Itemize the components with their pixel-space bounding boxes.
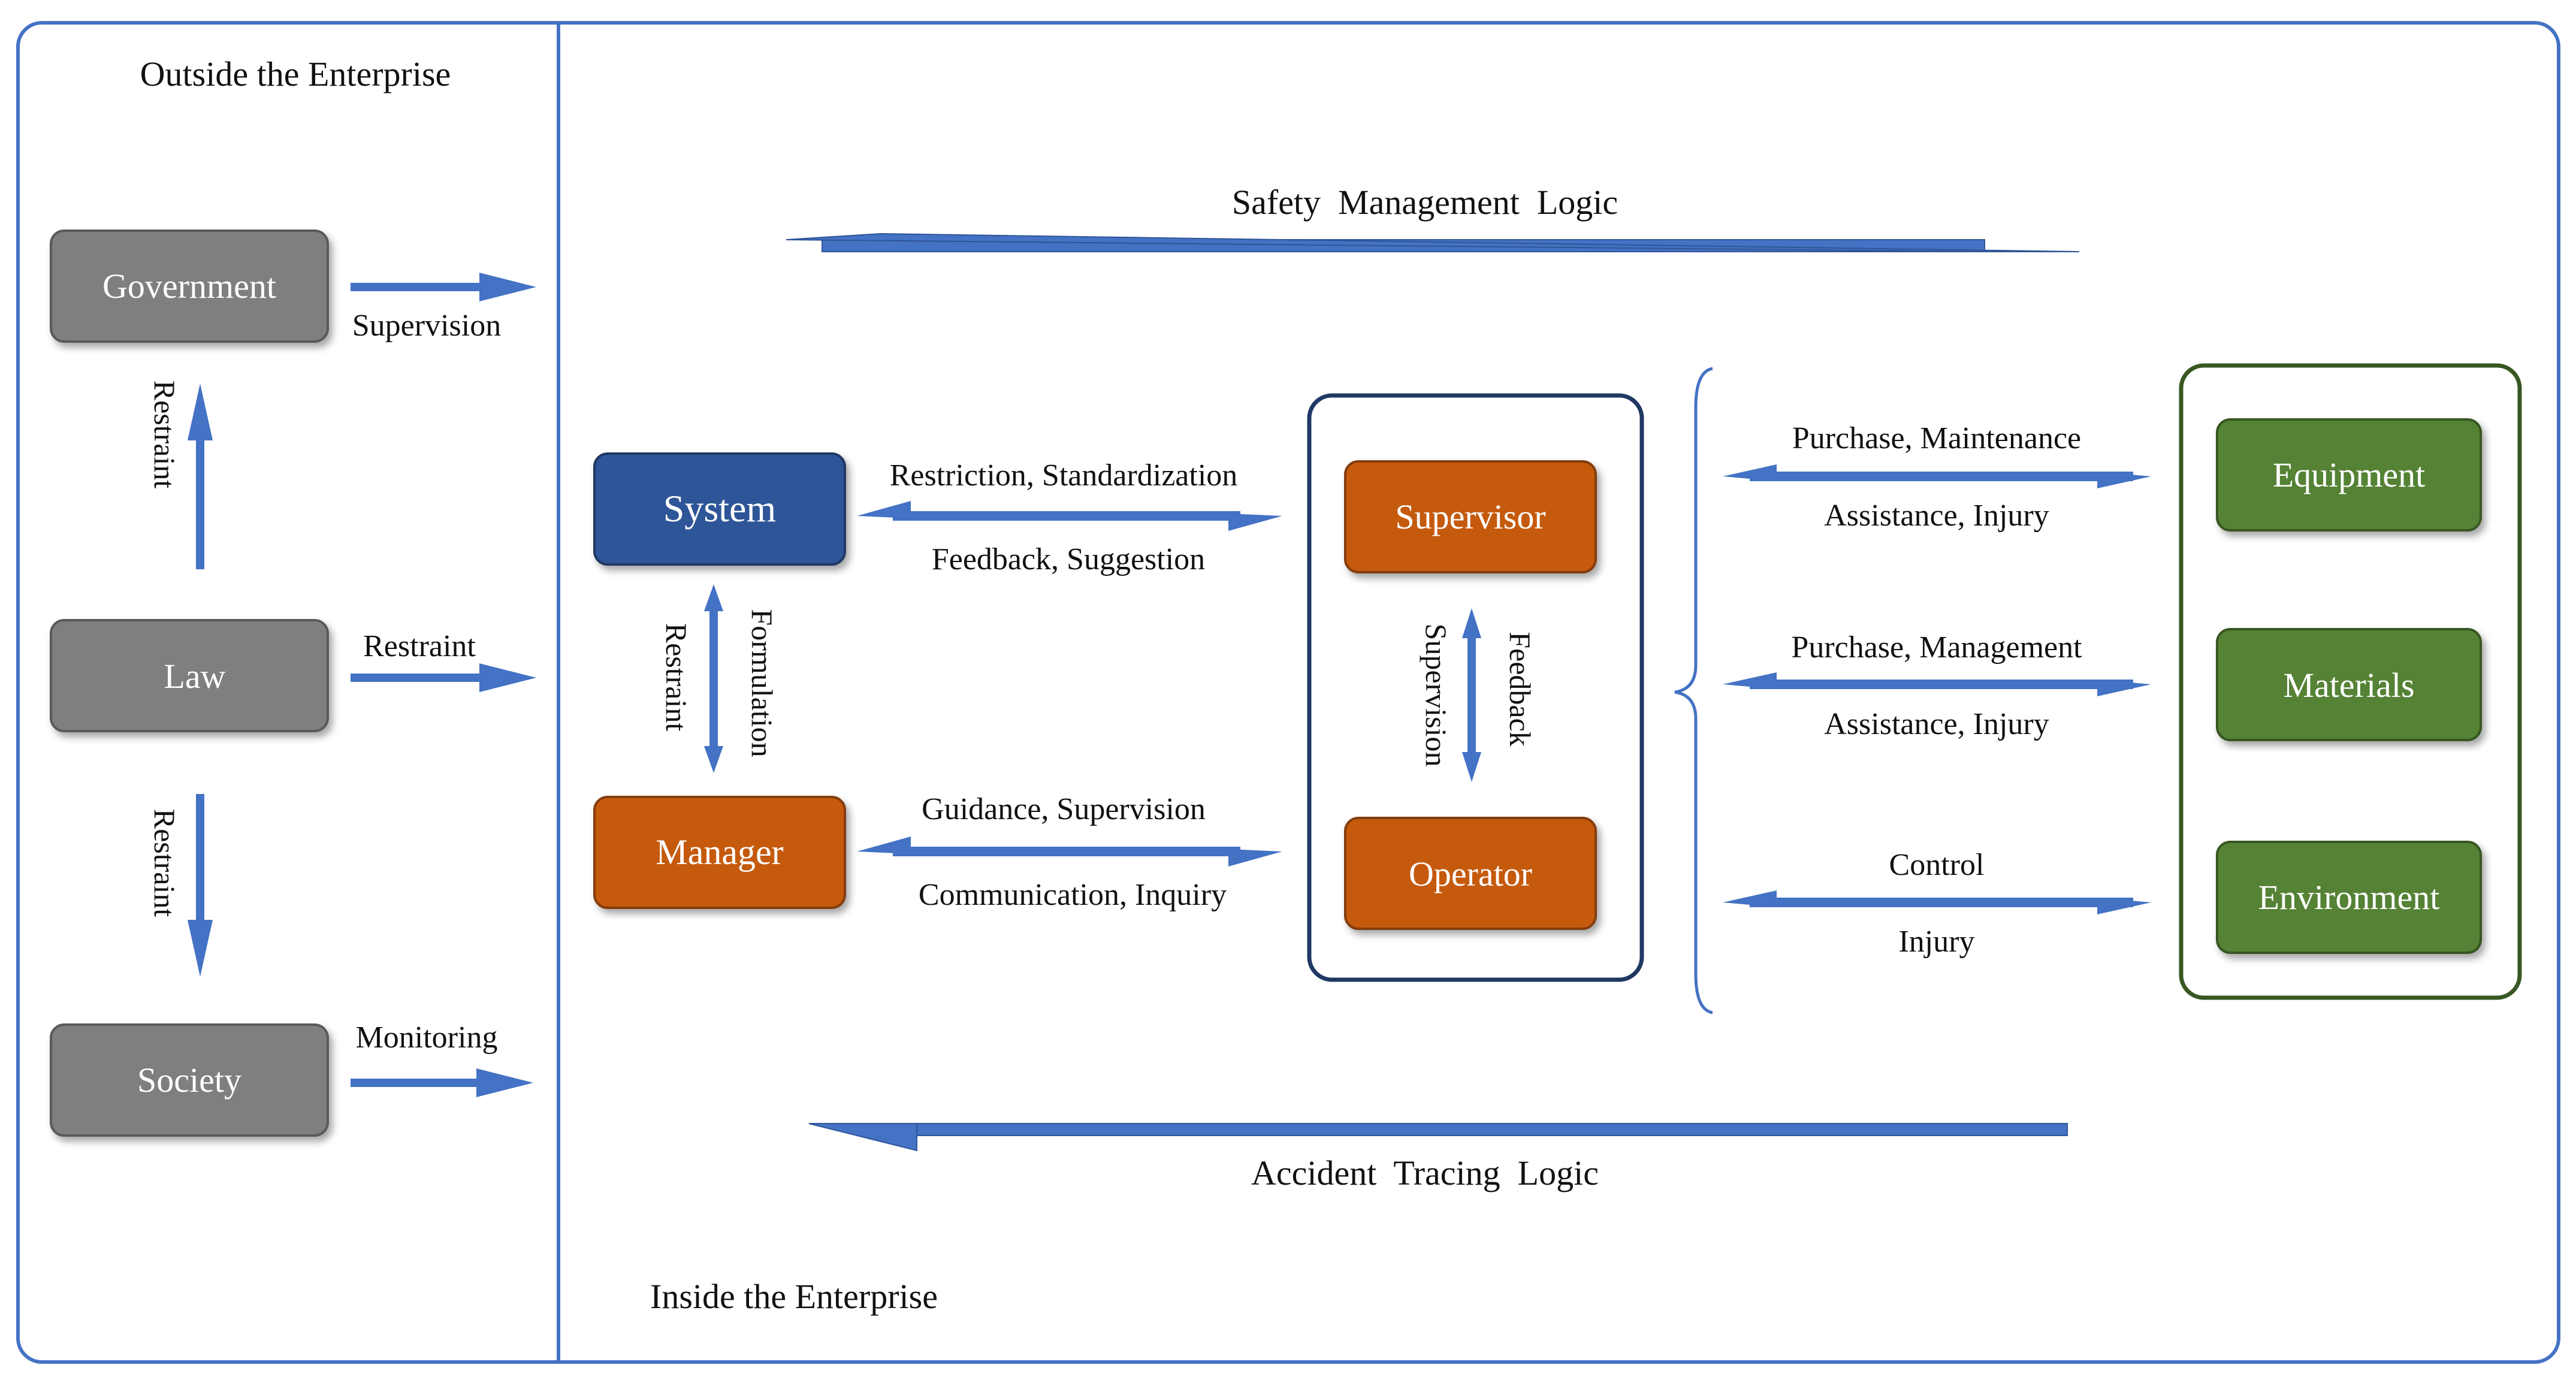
environment-arrow: [1723, 890, 2151, 914]
law-to-government-arrow: [188, 384, 213, 569]
guidance-label: Guidance, Supervision: [922, 792, 1206, 826]
law-restraint-arrow: [351, 663, 536, 692]
monitoring-label: Monitoring: [356, 1020, 498, 1055]
government-box: Government: [50, 230, 329, 343]
control-label: Control: [1889, 848, 1985, 882]
injury-label: Injury: [1898, 925, 1974, 959]
system-supervisor-arrow: [857, 501, 1282, 531]
government-supervision-arrow: [351, 273, 536, 301]
resources-group-frame: [2179, 363, 2522, 1000]
restriction-label: Restriction, Standardization: [890, 458, 1238, 493]
supervisor-operator-arrow: [1462, 608, 1481, 782]
safety-management-arrow: [786, 232, 2080, 252]
society-monitoring-arrow: [351, 1068, 533, 1097]
operator-label: Operator: [1409, 854, 1532, 893]
equipment-box: Equipment: [2216, 418, 2482, 532]
safety-management-label: Safety Management Logic: [1232, 183, 1618, 222]
supervisor-label: Supervisor: [1395, 497, 1545, 536]
assistance-injury-label-2: Assistance, Injury: [1824, 707, 2049, 741]
supervision-vertical-label: Supervision: [1420, 624, 1453, 767]
curly-brace: [1674, 367, 1713, 1014]
outside-section-label: Outside the Enterprise: [140, 55, 451, 93]
outer-frame: [16, 21, 2560, 1364]
law-box: Law: [50, 619, 329, 732]
feedback-vertical-label: Feedback: [1503, 632, 1537, 747]
feedback-suggestion-label: Feedback, Suggestion: [932, 542, 1205, 576]
materials-label: Materials: [2283, 666, 2414, 705]
system-label: System: [663, 487, 776, 530]
assistance-injury-label-1: Assistance, Injury: [1824, 499, 2049, 533]
restraint-up-label: Restraint: [148, 381, 182, 489]
materials-arrow: [1723, 672, 2151, 696]
environment-label: Environment: [2258, 878, 2440, 917]
manager-box: Manager: [593, 796, 846, 909]
accident-tracing-arrow: [808, 1123, 2068, 1152]
inside-section-label: Inside the Enterprise: [650, 1277, 938, 1316]
formulation-vertical-label: Formulation: [745, 609, 779, 757]
supervisor-box: Supervisor: [1344, 460, 1597, 573]
society-box: Society: [50, 1023, 329, 1137]
operator-box: Operator: [1344, 817, 1597, 930]
system-manager-arrow: [704, 584, 723, 773]
equipment-arrow: [1723, 464, 2151, 488]
materials-box: Materials: [2216, 628, 2482, 741]
law-restraint-label: Restraint: [363, 629, 476, 663]
personnel-group-frame: [1307, 393, 1644, 982]
manager-label: Manager: [656, 832, 783, 872]
communication-label: Communication, Inquiry: [919, 878, 1227, 912]
environment-box: Environment: [2216, 841, 2482, 954]
law-to-society-arrow: [188, 794, 213, 977]
law-label: Law: [164, 657, 225, 696]
purchase-maintenance-label: Purchase, Maintenance: [1792, 421, 2081, 455]
supervision-label: Supervision: [352, 309, 501, 343]
purchase-management-label: Purchase, Management: [1791, 630, 2082, 665]
equipment-label: Equipment: [2273, 455, 2426, 494]
system-box: System: [593, 452, 846, 566]
restraint-vertical-label: Restraint: [660, 623, 693, 732]
society-label: Society: [137, 1061, 241, 1100]
restraint-down-label: Restraint: [148, 809, 182, 917]
government-label: Government: [102, 267, 276, 306]
accident-tracing-label: Accident Tracing Logic: [1251, 1154, 1599, 1192]
manager-operator-arrow: [857, 837, 1282, 866]
